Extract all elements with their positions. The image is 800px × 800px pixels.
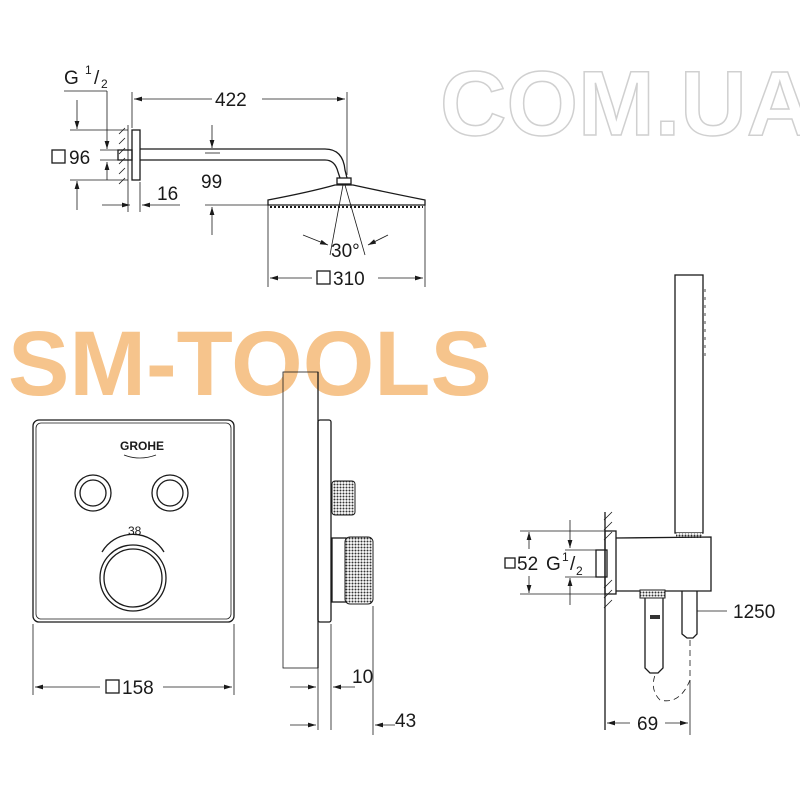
- dim-arm-length: 422: [215, 90, 247, 111]
- dim-spray-angle: 30°: [331, 241, 360, 262]
- fraction-slash: /: [570, 554, 576, 575]
- dim-panel-size: 158: [122, 678, 154, 699]
- button-2: [151, 474, 189, 512]
- temperature-mark: 38: [128, 524, 142, 538]
- dim-plate-projection: 10: [352, 667, 373, 688]
- fraction-slash: /: [94, 68, 100, 89]
- thread-label-hand: G 1 / 2: [546, 550, 583, 578]
- thread-label-head: G 1 / 2: [64, 63, 108, 91]
- watermark-text-2: COM.UA: [440, 53, 800, 155]
- thread-num: 1: [562, 550, 569, 564]
- control-panel-side: 10 43: [282, 371, 416, 735]
- dim-flange-depth: 16: [157, 184, 178, 205]
- thread-letter: G: [546, 554, 561, 575]
- thread-den: 2: [576, 564, 583, 578]
- thread-letter: G: [64, 68, 79, 89]
- dim-flange-size: 96: [69, 148, 90, 169]
- logo-mark: [123, 454, 157, 459]
- dim-outlet-depth: 69: [637, 714, 658, 735]
- button-1: [74, 474, 112, 512]
- dim-outlet-size: 52: [517, 554, 538, 575]
- dim-knob-projection: 43: [395, 711, 416, 732]
- dim-hose-length: 1250: [733, 602, 775, 623]
- control-panel-front: GROHE 38 158: [32, 419, 235, 699]
- thread-den: 2: [101, 77, 108, 91]
- dim-drop-height: 99: [201, 172, 222, 193]
- temperature-knob: [99, 544, 167, 612]
- head-shower-view: 422 G 1 / 2 96 16 99 30°: [51, 63, 426, 290]
- watermark-text-1: SM-TOOLS: [8, 313, 492, 415]
- thread-num: 1: [85, 63, 92, 77]
- hand-shower-view: 52 G 1 / 2 1250 69: [504, 274, 775, 735]
- watermark: SM-TOOLS COM.UA: [8, 52, 800, 415]
- grohe-logo: GROHE: [120, 439, 164, 453]
- dim-head-size: 310: [333, 269, 365, 290]
